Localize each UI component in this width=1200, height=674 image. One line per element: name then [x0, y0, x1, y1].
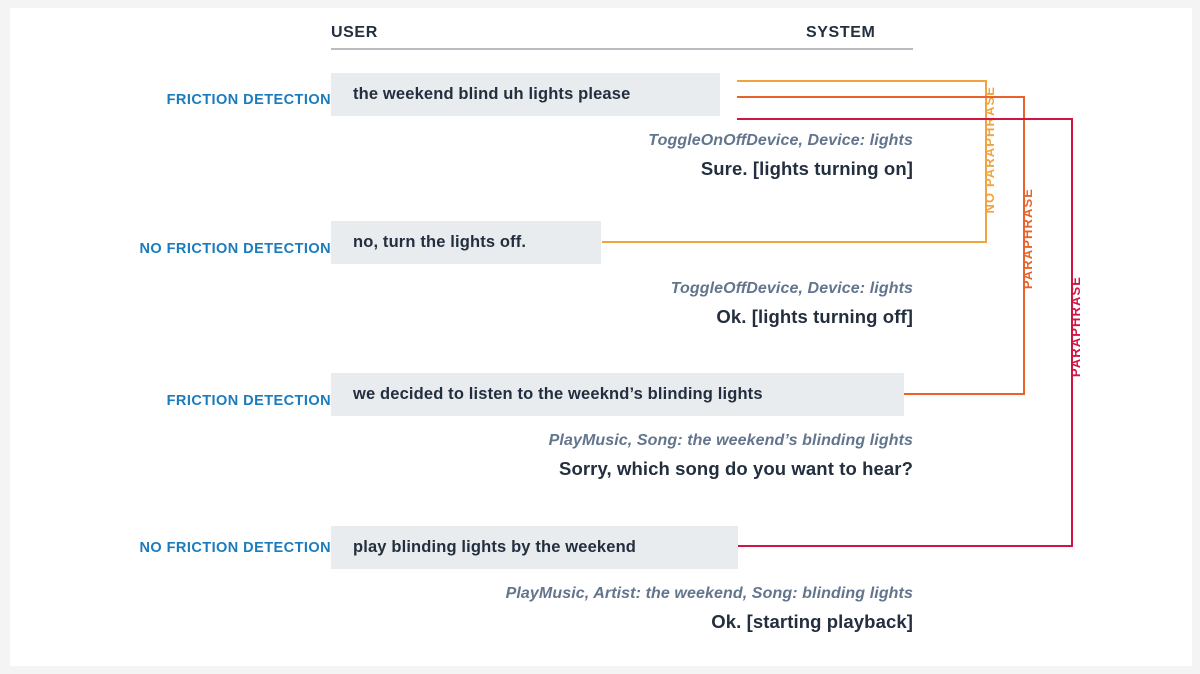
connector-label-paraphrase-2: PARAPHRASE [1068, 276, 1083, 378]
system-intent-3: PlayMusic, Song: the weekend’s blinding … [548, 432, 913, 449]
connector-label-no-paraphrase: NO PARAPHRASE [982, 86, 997, 214]
system-intent-4: PlayMusic, Artist: the weekend, Song: bl… [505, 585, 913, 602]
connector-label-paraphrase-1: PARAPHRASE [1020, 188, 1035, 290]
connector-amber-bottom-line [602, 241, 987, 243]
user-utterance-text-2: no, turn the lights off. [353, 233, 527, 251]
connector-orange-vertical [1023, 96, 1025, 395]
user-utterance-text-3: we decided to listen to the weeknd’s bli… [353, 385, 763, 403]
system-response-1: Sure. [lights turning on] [700, 158, 913, 179]
connector-crimson-vertical [1071, 118, 1073, 547]
connector-orange-top-line [737, 96, 1025, 98]
connector-crimson-top-line [737, 118, 1073, 120]
system-intent-1: ToggleOnOffDevice, Device: lights [648, 132, 913, 149]
system-response-4: Ok. [starting playback] [711, 611, 913, 632]
side-label-friction-1: FRICTION DETECTION [166, 92, 331, 108]
user-utterance-bubble-1[interactable]: the weekend blind uh lights please [331, 73, 720, 116]
system-response-3: Sorry, which song do you want to hear? [559, 458, 913, 479]
column-header-user: USER [331, 24, 378, 41]
user-utterance-text-4: play blinding lights by the weekend [353, 538, 637, 556]
side-label-no-friction-4: NO FRICTION DETECTION [139, 540, 331, 556]
diagram-canvas: USER SYSTEM FRICTION DETECTION the weeke… [10, 8, 1192, 666]
side-label-no-friction-2: NO FRICTION DETECTION [139, 241, 331, 257]
user-utterance-bubble-4[interactable]: play blinding lights by the weekend [331, 526, 738, 569]
system-response-2: Ok. [lights turning off] [716, 306, 913, 327]
connector-crimson-bottom-line [738, 545, 1073, 547]
connector-orange-bottom-line [904, 393, 1025, 395]
header-divider-rule [331, 48, 913, 50]
system-intent-2: ToggleOffDevice, Device: lights [670, 280, 913, 297]
user-utterance-bubble-2[interactable]: no, turn the lights off. [331, 221, 601, 264]
side-label-friction-3: FRICTION DETECTION [166, 393, 331, 409]
connector-amber-vertical [985, 80, 987, 243]
user-utterance-text-1: the weekend blind uh lights please [353, 85, 631, 103]
connector-amber-top-line [737, 80, 987, 82]
user-utterance-bubble-3[interactable]: we decided to listen to the weeknd’s bli… [331, 373, 904, 416]
column-header-system: SYSTEM [806, 24, 876, 41]
